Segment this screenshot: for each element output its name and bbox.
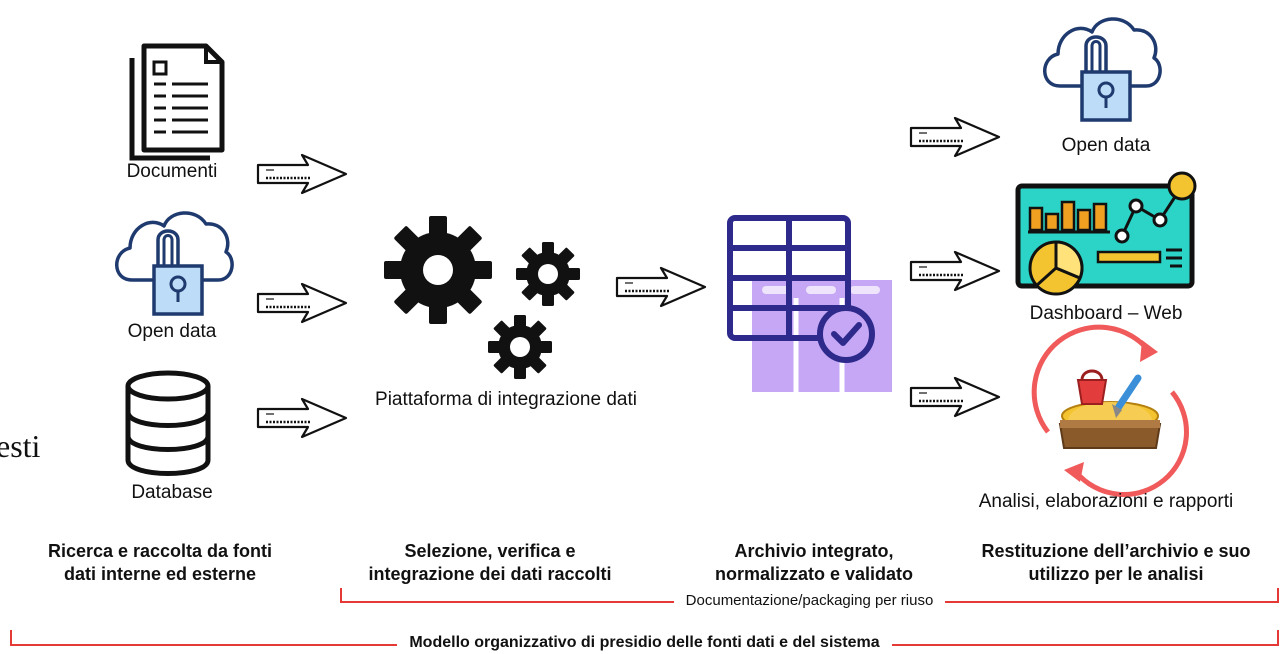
stage-4-line2: utilizzo per le analisi: [1028, 564, 1204, 584]
arrow-output-dashboard-icon: [909, 250, 1001, 292]
stage-2-line1: Selezione, verifica e: [404, 541, 576, 561]
arrow-database-icon: [256, 397, 348, 439]
source-open-data-label: Open data: [127, 321, 217, 342]
documentation-bracket-label: Documentazione/packaging per riuso: [673, 592, 946, 609]
gears-icon: [384, 216, 580, 379]
open-data-cloud-lock-icon: [115, 211, 234, 316]
platform-label: Piattaforma di integrazione dati: [375, 389, 637, 410]
arrow-output-open-data-icon: [909, 116, 1001, 158]
organizational-model-label-wrap: Modello organizzativo di presidio delle …: [10, 634, 1279, 652]
stage-3-line1: Archivio integrato,: [734, 541, 894, 561]
arrow-output-analysis-icon: [909, 376, 1001, 418]
stage-3-line2: normalizzato e validato: [714, 564, 914, 584]
stage-4-description: Restituzione dell’archivio e suo utilizz…: [952, 540, 1280, 586]
database-icon: [125, 370, 211, 476]
stage-1-line2: dati interne ed esterne: [63, 564, 257, 584]
output-open-data-cloud-lock-icon: [1043, 17, 1162, 122]
documents-label: Documenti: [126, 161, 218, 182]
dashboard-label: Dashboard – Web: [1029, 303, 1183, 324]
documents-icon: [129, 43, 225, 161]
arrow-documents-icon: [256, 153, 348, 195]
output-open-data-label: Open data: [1061, 135, 1151, 156]
partial-cut-text: esti: [0, 428, 41, 464]
documentation-bracket-label-wrap: Documentazione/packaging per riuso: [340, 592, 1279, 610]
stage-3-description: Archivio integrato, normalizzato e valid…: [672, 540, 956, 586]
stage-1-description: Ricerca e raccolta da fonti dati interne…: [10, 540, 310, 586]
arrow-open-data-icon: [256, 282, 348, 324]
database-label: Database: [131, 482, 213, 503]
stage-2-description: Selezione, verifica e integrazione dei d…: [340, 540, 640, 586]
dashboard-icon: [1015, 171, 1197, 296]
stage-4-line1: Restituzione dell’archivio e suo: [981, 541, 1251, 561]
arrow-platform-icon: [615, 266, 707, 308]
analysis-label: Analisi, elaborazioni e rapporti: [978, 491, 1234, 512]
organizational-model-label: Modello organizzativo di presidio delle …: [397, 634, 892, 651]
stage-1-line1: Ricerca e raccolta da fonti: [47, 541, 273, 561]
stage-2-line2: integrazione dei dati raccolti: [368, 564, 612, 584]
analysis-sandbox-cycle-icon: [1031, 324, 1189, 497]
archive-table-check-icon: [727, 215, 892, 392]
